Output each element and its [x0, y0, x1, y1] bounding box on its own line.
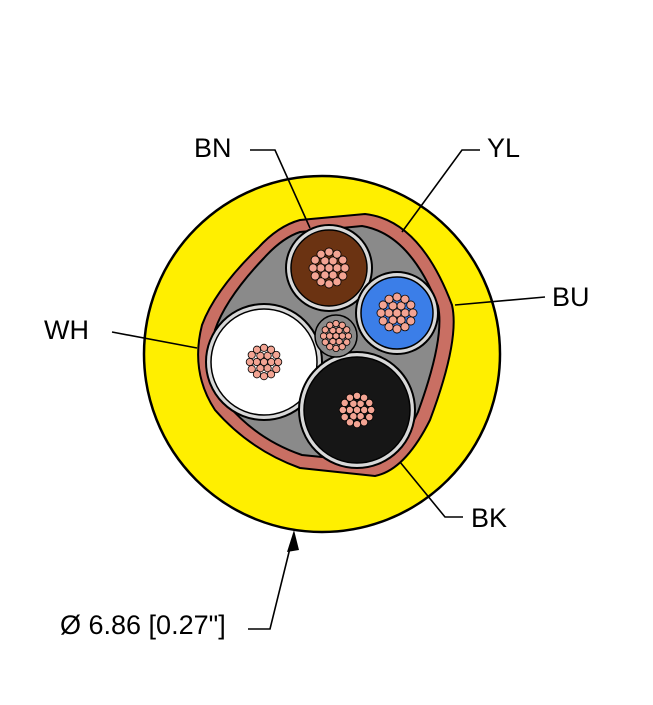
- strand: [332, 277, 342, 287]
- strand: [272, 365, 281, 374]
- strand: [310, 255, 320, 265]
- strand: [376, 308, 386, 318]
- strand: [316, 277, 326, 287]
- strand: [396, 301, 406, 311]
- strand: [340, 263, 350, 273]
- strand: [332, 320, 340, 328]
- strand: [344, 332, 352, 340]
- strand: [326, 321, 334, 329]
- strand: [392, 324, 402, 334]
- strand: [320, 332, 328, 340]
- strand: [388, 315, 398, 325]
- strand: [310, 271, 320, 281]
- leader-bn: [250, 149, 311, 229]
- strand: [247, 365, 256, 374]
- strand: [360, 393, 369, 402]
- strand: [329, 337, 337, 346]
- strand: [378, 316, 388, 326]
- label-bu: BU: [552, 282, 590, 312]
- strand: [335, 326, 343, 335]
- leader-bk: [399, 461, 463, 518]
- strand: [343, 338, 351, 346]
- strand: [324, 279, 334, 289]
- strand: [352, 391, 362, 400]
- conductor-strands: [245, 247, 418, 429]
- dimension-arrowhead: [287, 530, 299, 552]
- strand: [263, 351, 272, 360]
- strand: [408, 308, 418, 318]
- strand: [349, 412, 358, 421]
- strand: [328, 256, 338, 266]
- strand: [400, 294, 410, 304]
- strand: [245, 357, 254, 367]
- leader-bu: [454, 296, 546, 306]
- label-bn: BN: [194, 133, 232, 163]
- leader-yl: [401, 149, 480, 233]
- strand: [340, 398, 349, 407]
- strand: [252, 345, 261, 354]
- strand: [345, 418, 354, 427]
- strand: [338, 321, 346, 329]
- strand: [338, 343, 346, 351]
- label-bk: BK: [471, 503, 508, 533]
- strand: [384, 294, 394, 304]
- strand: [259, 343, 269, 352]
- strand: [356, 399, 365, 408]
- label-diameter: Ø 6.86 [0.27"]: [60, 610, 226, 640]
- strand: [352, 420, 362, 429]
- strand: [274, 357, 283, 367]
- strand: [338, 405, 347, 415]
- strand: [247, 350, 256, 359]
- strand: [365, 398, 374, 407]
- strand: [384, 322, 394, 332]
- strand: [365, 413, 374, 422]
- strand: [367, 405, 376, 415]
- leader-diameter: [248, 539, 293, 630]
- strand: [332, 249, 342, 259]
- leader-lines: [111, 149, 546, 630]
- strand: [267, 345, 276, 354]
- strand: [321, 338, 329, 346]
- strand: [316, 249, 326, 259]
- strand: [338, 255, 348, 265]
- strand: [256, 364, 265, 373]
- leader-wh: [111, 331, 198, 349]
- strand: [343, 326, 351, 334]
- strand: [392, 292, 402, 302]
- strand: [406, 300, 416, 310]
- strand: [406, 316, 416, 326]
- strand: [321, 326, 329, 334]
- label-yl: YL: [487, 133, 521, 163]
- strand: [400, 322, 410, 332]
- strand: [345, 393, 354, 402]
- strand: [340, 413, 349, 422]
- strand: [326, 343, 334, 351]
- strand: [267, 370, 276, 379]
- strand: [320, 270, 330, 280]
- strand: [332, 344, 340, 352]
- strand: [308, 263, 318, 273]
- strand: [324, 247, 334, 257]
- label-wh: WH: [44, 315, 89, 345]
- strand: [259, 372, 269, 381]
- strand: [378, 300, 388, 310]
- strand: [272, 350, 281, 359]
- strand: [360, 418, 369, 427]
- strand: [252, 370, 261, 379]
- strand: [338, 271, 348, 281]
